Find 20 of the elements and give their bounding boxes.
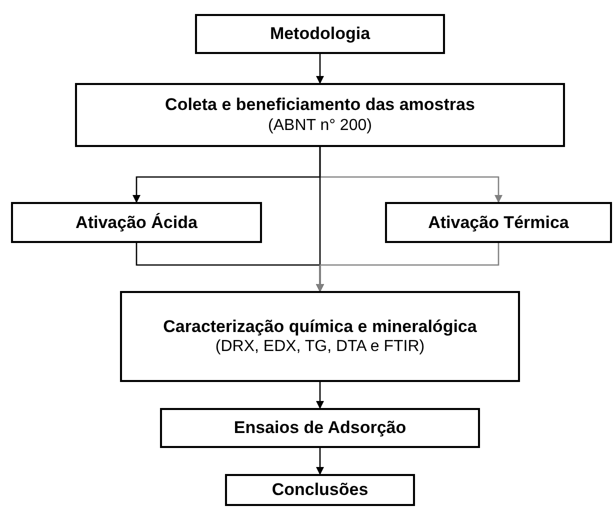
- box-title: Caracterização química e mineralógica: [162, 316, 478, 338]
- box-note: (ABNT n° 200): [267, 116, 373, 136]
- process-box: [120, 291, 520, 382]
- box-title: Coleta e beneficiamento das amostras: [164, 94, 476, 116]
- arrow: [316, 448, 324, 475]
- process-box: [160, 408, 480, 448]
- arrow: [316, 54, 324, 84]
- process-box: [225, 474, 415, 506]
- box-title: Ativação Ácida: [74, 212, 198, 234]
- box-title: Conclusões: [270, 479, 370, 501]
- box-note: (DRX, EDX, TG, DTA e FTIR): [214, 337, 426, 358]
- box-title: Metodologia: [268, 23, 372, 45]
- arrow: [316, 382, 324, 409]
- process-box: [385, 202, 612, 243]
- process-box: [75, 83, 565, 147]
- box-title: Ativação Térmica: [427, 212, 570, 234]
- process-box: [195, 14, 445, 54]
- process-box: [11, 202, 262, 243]
- arrow: [316, 243, 500, 292]
- box-title: Ensaios de Adsorção: [232, 417, 408, 439]
